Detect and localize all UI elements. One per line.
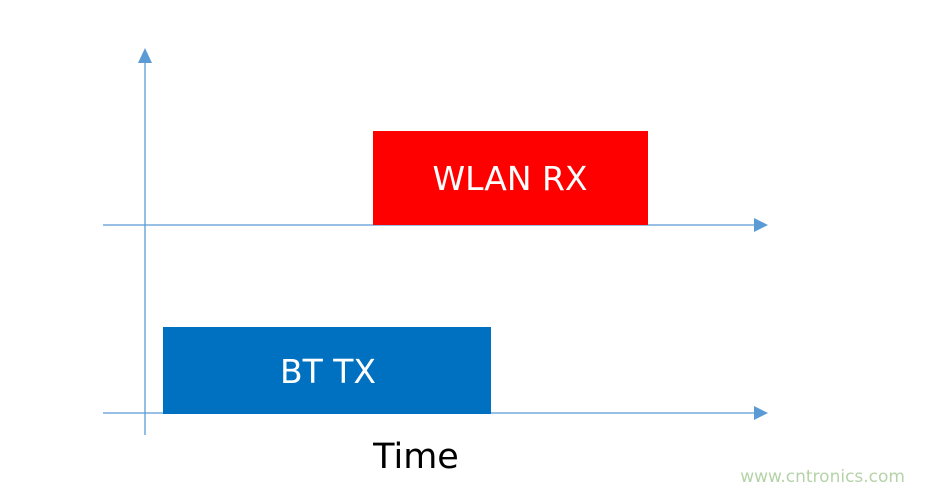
top-time-axis-arrow [754, 218, 768, 232]
bt-tx-bar [163, 327, 491, 414]
wlan-rx-label: WLAN RX [432, 159, 587, 198]
vertical-axis-arrow [138, 48, 152, 63]
bottom-time-axis-arrow [754, 406, 768, 420]
bt-tx-label: BT TX [280, 352, 376, 391]
wlan-rx-bar [373, 131, 648, 225]
time-axis-title: Time [372, 437, 459, 477]
watermark-text: www.cntronics.com [740, 467, 905, 487]
